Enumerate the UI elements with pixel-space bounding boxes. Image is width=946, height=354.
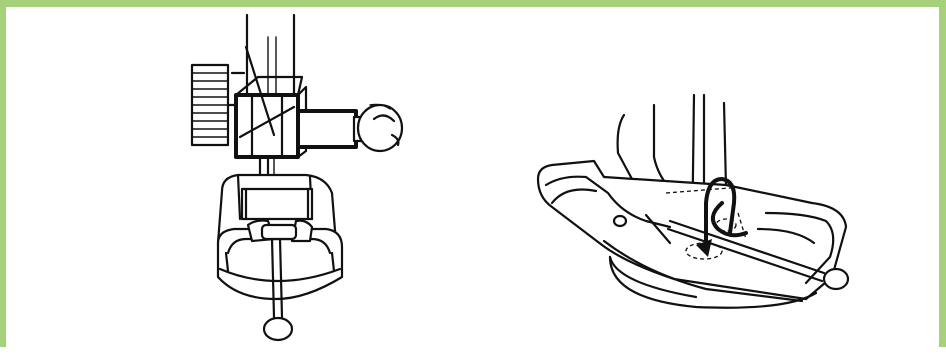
foot-sole-right (538, 161, 846, 301)
perspective-view-presser-foot-illustration (6, 7, 946, 354)
